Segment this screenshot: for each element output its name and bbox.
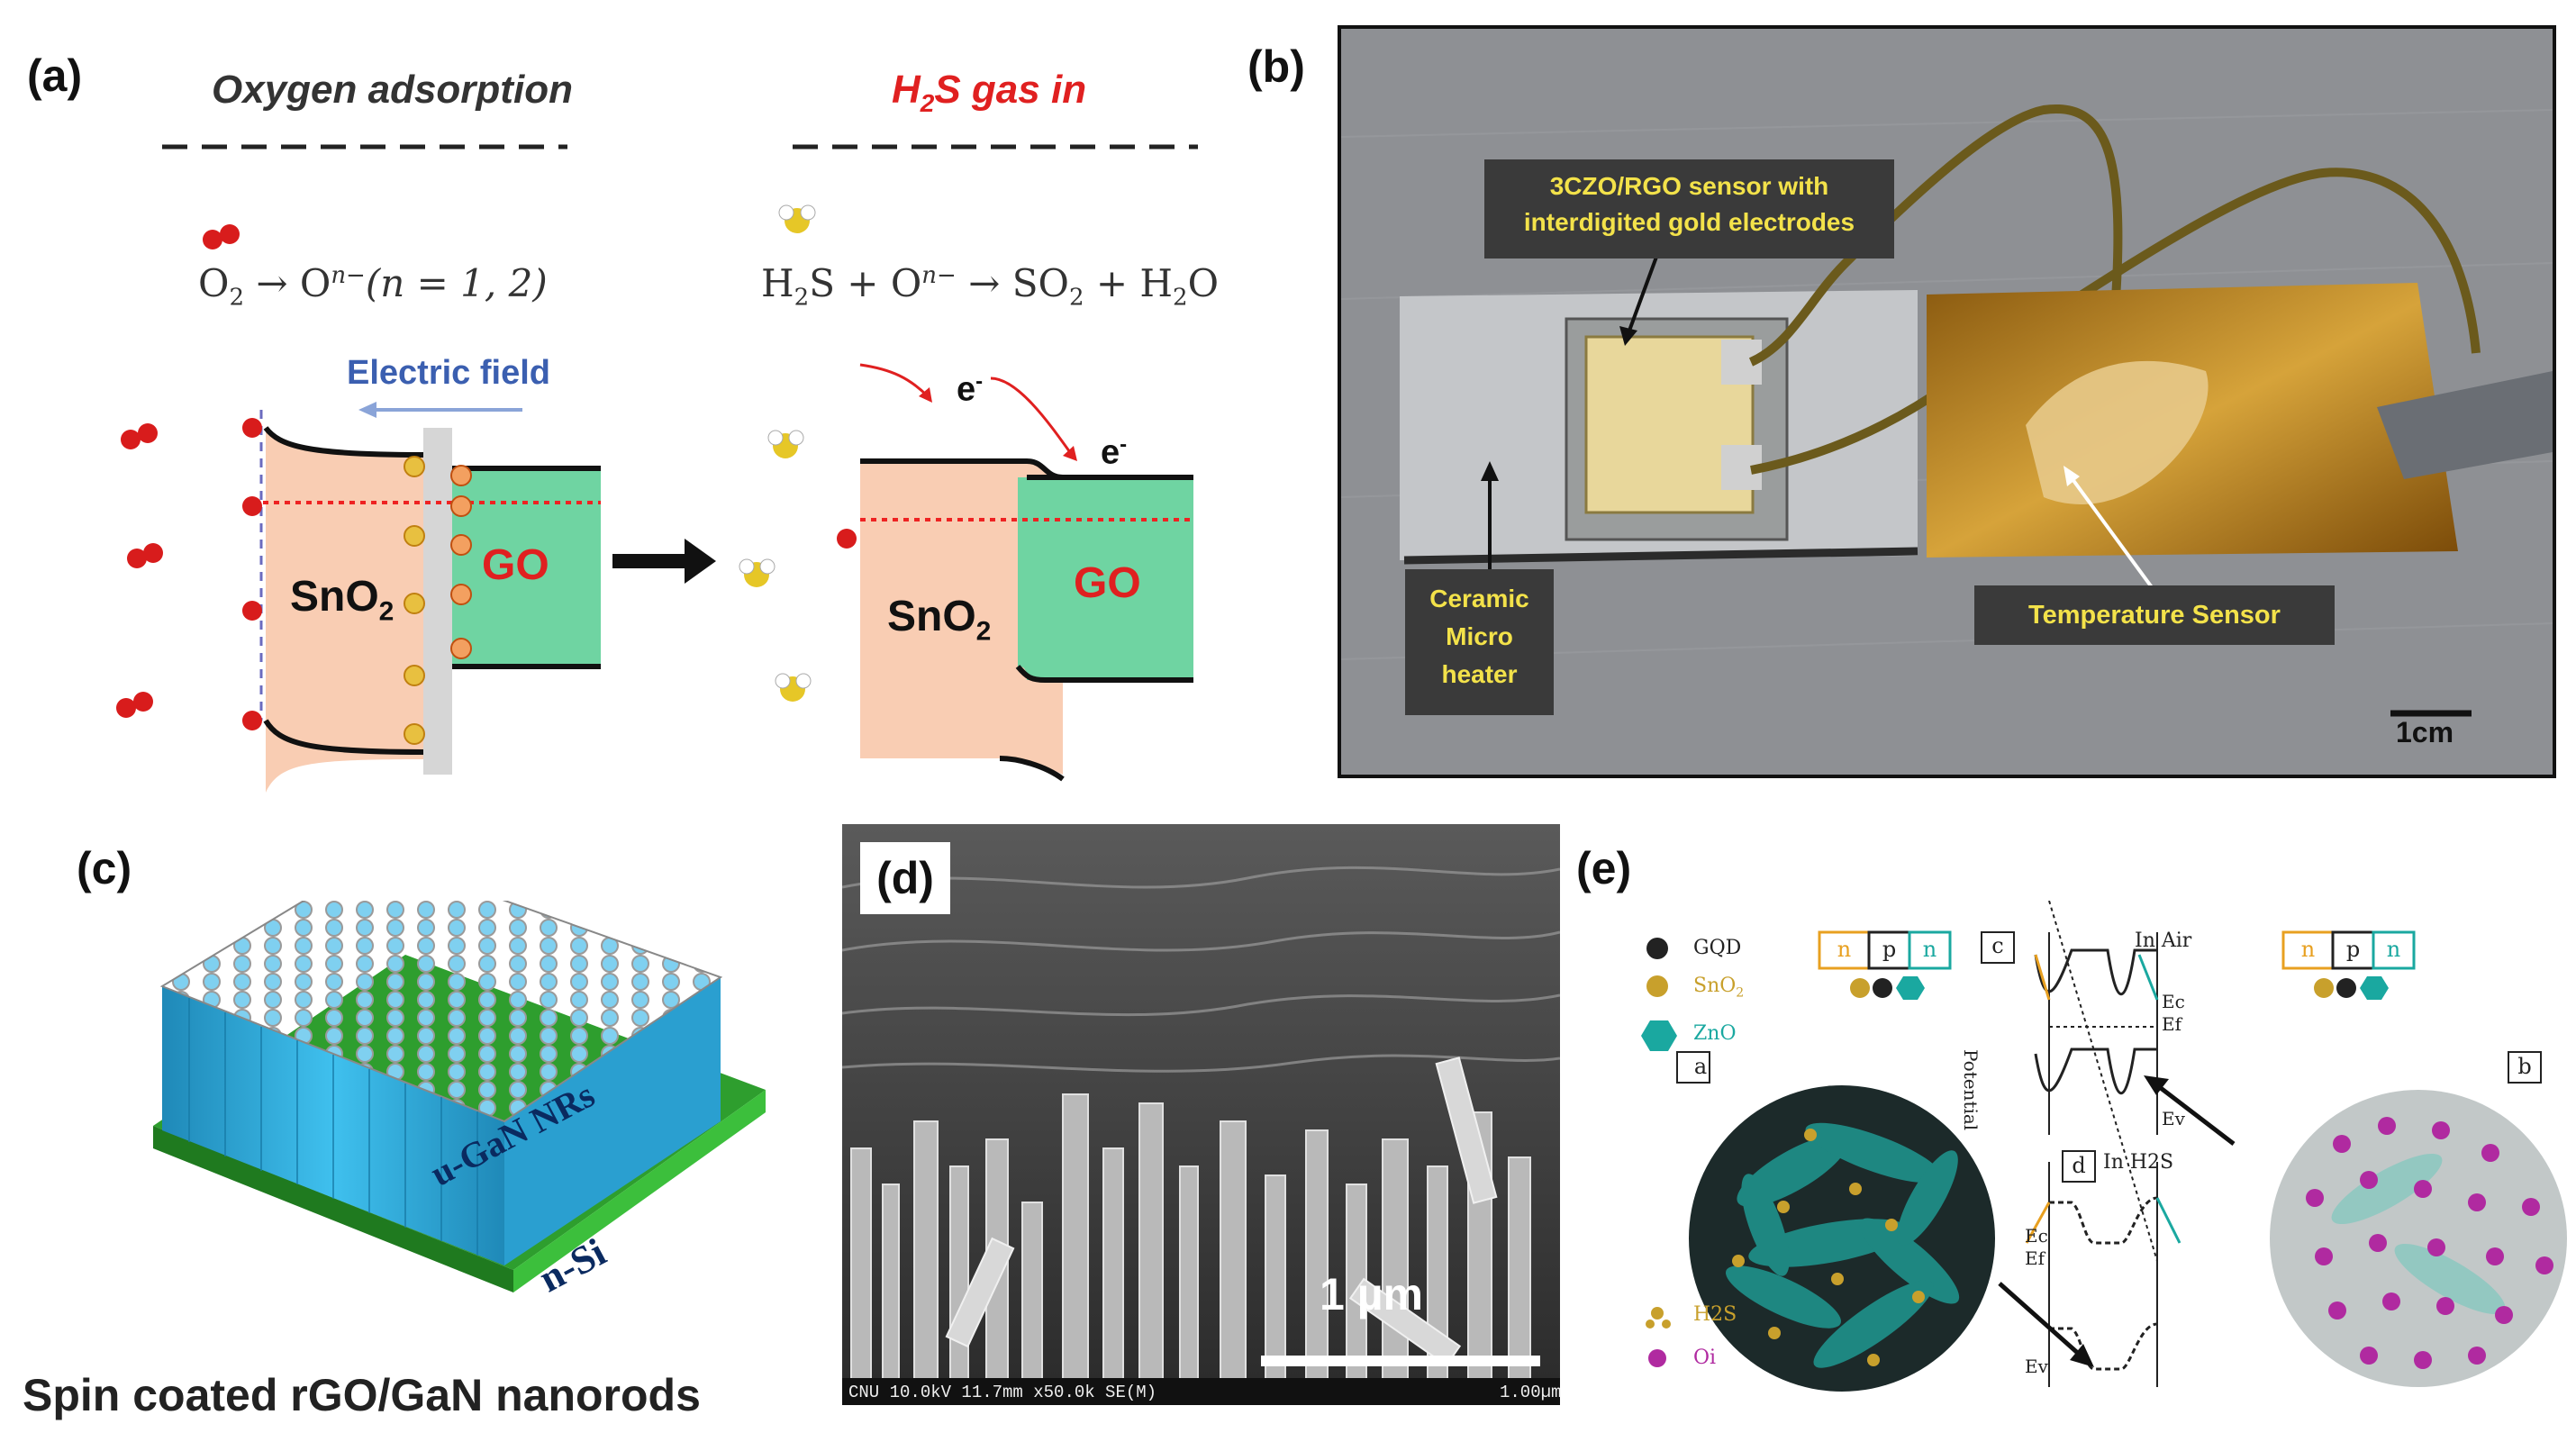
sensor-photo	[1338, 25, 2556, 778]
go-label-right: GO	[1074, 559, 1141, 607]
potential-axis-label: Potential	[1960, 1049, 1982, 1131]
go-region-right	[1018, 477, 1193, 680]
panel-b-label: (b)	[1247, 41, 1305, 92]
ef-label: Ef	[2162, 1013, 2182, 1035]
sem-image-drawing	[842, 824, 1560, 1405]
in-h2s-label: In H2S	[2103, 1151, 2174, 1174]
sem-scale-bar	[1261, 1356, 1540, 1366]
n-type-label: n	[2300, 937, 2316, 962]
temperature-sensor-callout: Temperature Sensor	[1974, 585, 2335, 645]
box-d-label: d	[2072, 1153, 2086, 1178]
sensor-callout: 3CZO/RGO sensor with interdigited gold e…	[1484, 159, 1894, 258]
sno2-region	[266, 428, 423, 793]
electric-field-label: Electric field	[347, 354, 550, 392]
oi-legend-icon	[1648, 1349, 1666, 1367]
ec-label: Ec	[2025, 1225, 2048, 1247]
sem-image	[842, 824, 1560, 1405]
in-air-label: In Air	[2135, 930, 2192, 952]
oxygen-molecule-icon	[121, 423, 158, 449]
h2s-molecule-icon	[739, 558, 776, 587]
composite-sphere-b	[2270, 1090, 2567, 1387]
h2s-molecule-icon	[775, 673, 812, 702]
heater-callout: Ceramic Micro heater	[1405, 569, 1554, 715]
n-type-label: n	[2386, 937, 2401, 962]
oxygen-adsorption-title: Oxygen adsorption	[212, 68, 573, 112]
box-b-label: b	[2517, 1054, 2532, 1079]
heterojunction-diagram	[1641, 901, 2567, 1392]
panel-c-caption: Spin coated rGO/GaN nanorods	[23, 1370, 701, 1420]
nanorod-top	[162, 901, 721, 1121]
h2s-molecule-icon	[778, 204, 816, 233]
sem-footer-scale: 1.00µm	[1500, 1383, 1562, 1402]
oxygen-molecule-icon	[116, 692, 153, 718]
transition-arrow-icon	[685, 539, 716, 584]
box-c-label: c	[1991, 933, 2004, 958]
ec-label: Ec	[2162, 991, 2185, 1012]
legend-gqd-label: GQD	[1693, 937, 1742, 959]
ev-label: Ev	[2025, 1356, 2048, 1377]
p-type-label: p	[1882, 937, 1897, 962]
h2s-gas-in-title: H2S gas in	[892, 68, 1087, 117]
zno-legend-icon	[1641, 1020, 1677, 1051]
ef-label: Ef	[2025, 1247, 2045, 1269]
n-type-label: n	[1922, 937, 1937, 962]
legend-oi-label: Oi	[1693, 1347, 1717, 1369]
electron-label: e-	[957, 369, 984, 409]
panel-e-label: (e)	[1576, 843, 1632, 893]
box-a-label: a	[1693, 1054, 1708, 1079]
sem-footer-info: CNU 10.0kV 11.7mm x50.0k SE(M)	[848, 1383, 1157, 1402]
panel-c-label: (c)	[77, 843, 132, 893]
h2s-equation: H2S + On− → SO2 + H2O	[761, 261, 1219, 312]
sno2-legend-icon	[1646, 975, 1668, 997]
nanorod-side	[504, 977, 721, 1265]
sensor-photo-drawing	[1341, 29, 2553, 775]
depletion-layer	[423, 428, 452, 775]
oxygen-equation: O2 → On−(n = 1, 2)	[198, 261, 548, 312]
go-label-left: GO	[482, 541, 549, 589]
scale-label: 1cm	[2396, 716, 2454, 748]
gan-nanorod-diagram	[153, 901, 766, 1292]
ev-label: Ev	[2162, 1108, 2185, 1129]
sem-scale-label: 1 µm	[1320, 1269, 1423, 1320]
legend-h2s-label: H2S	[1693, 1303, 1737, 1326]
sno2-label-left: SnO2	[290, 573, 395, 627]
legend-sno2-label: SnO2	[1693, 975, 1745, 1001]
oxygen-molecule-icon	[127, 543, 163, 568]
h2s-legend-icon	[1646, 1307, 1671, 1329]
gqd-legend-icon	[1646, 938, 1668, 959]
legend-zno-label: ZnO	[1693, 1022, 1737, 1045]
panel-a-label: (a)	[27, 50, 83, 101]
h2s-molecule-icon	[767, 430, 804, 458]
n-type-label: n	[1837, 937, 1852, 962]
sno2-label-right: SnO2	[887, 593, 992, 647]
p-type-label: p	[2345, 937, 2361, 962]
panel-d-label: (d)	[860, 842, 950, 914]
panel-a-diagram	[116, 144, 1198, 793]
oxygen-molecule-icon	[203, 224, 240, 249]
sno2-region-right	[860, 461, 1063, 775]
electron-label: e-	[1101, 432, 1128, 472]
